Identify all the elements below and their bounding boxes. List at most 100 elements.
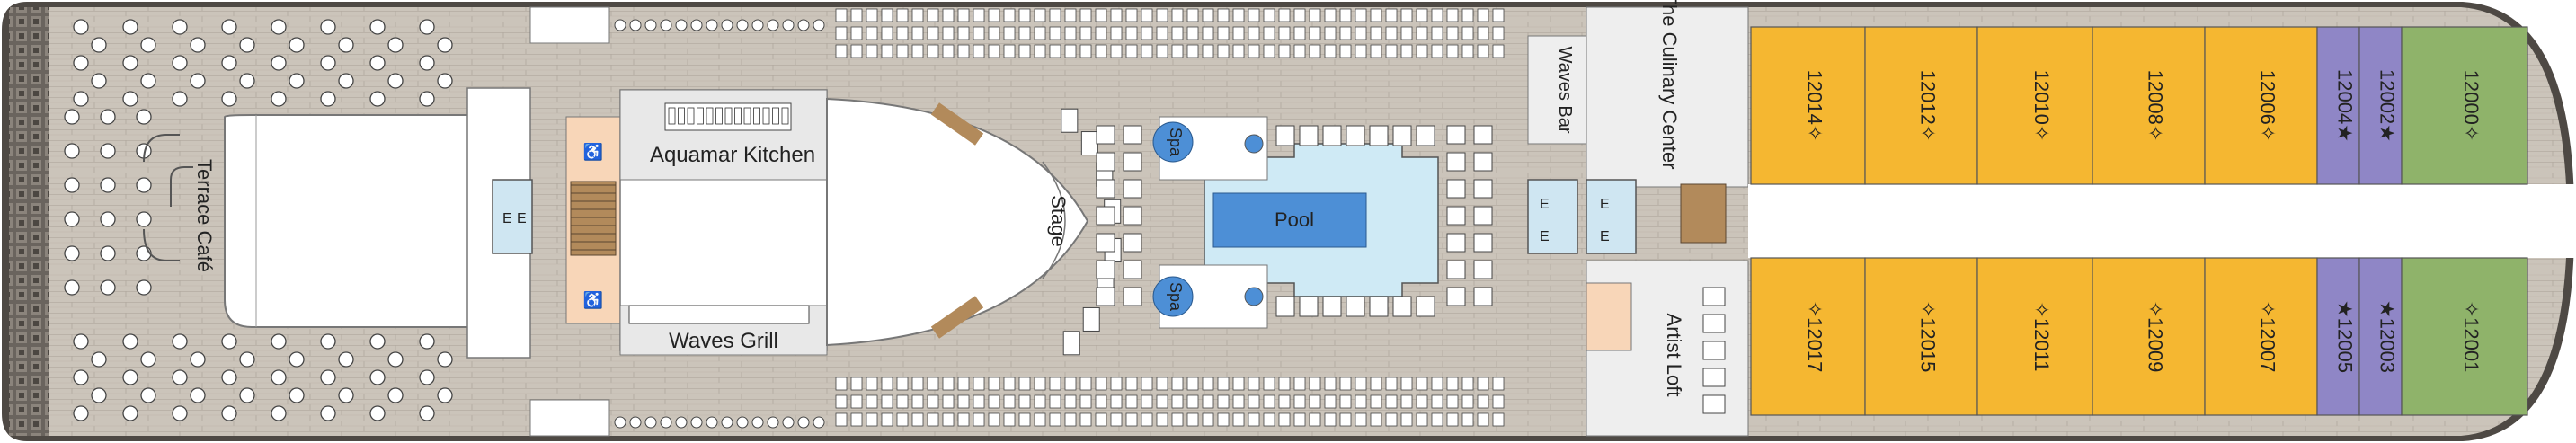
cabin[interactable]: 12006✧ [2204,26,2318,185]
lounger [1416,394,1428,409]
lounger [1034,8,1046,22]
lounger [1263,394,1275,409]
cabin[interactable]: 12008✧ [2092,26,2206,185]
lounger [1416,44,1428,58]
lounger [1446,260,1466,279]
lounger [1064,394,1077,409]
cafe-table [437,37,453,53]
lounger [1064,26,1077,40]
cafe-table [387,73,404,89]
cabin[interactable]: ★12003 [2358,257,2403,416]
lounger [911,412,924,427]
cafe-table [100,177,116,193]
cafe-table [64,177,80,193]
lounger [1186,377,1199,391]
cabin[interactable]: ✧12017 [1750,257,1866,416]
cabin[interactable]: 12002★ [2358,26,2403,185]
lounger [1062,331,1080,356]
lounger [1339,412,1352,427]
lounger [1171,44,1184,58]
cabin[interactable]: 12004★ [2316,26,2360,185]
cafe-table [64,279,80,296]
cabin-number: 12004★ [2334,69,2357,142]
lounger [1248,412,1260,427]
cafe-table [271,333,287,350]
lounger [1446,287,1466,306]
lounger [1446,394,1459,409]
artist-loft-label: Artist Loft [1663,314,1685,397]
cabin[interactable]: ✧12015 [1864,257,1978,416]
lounger [835,8,848,22]
lounger [1400,394,1413,409]
lounger [1232,44,1245,58]
cafe-table [91,351,107,368]
cafe-table [320,333,336,350]
cafe-table [100,279,116,296]
lounger [1309,44,1321,58]
lounger [1110,394,1123,409]
cabin[interactable]: 12010✧ [1976,26,2093,185]
lounger [1096,206,1115,226]
lounger [1278,26,1291,40]
lounger [835,412,848,427]
cabin[interactable]: ✧12001 [2401,257,2528,416]
lounger [1123,287,1142,306]
elevator-bank-mid: E E E E [1527,179,1727,254]
lounger [1293,8,1306,22]
lounger [1248,26,1260,40]
lounger [866,26,878,40]
lounger [1125,377,1138,391]
lounger [1049,394,1061,409]
lounger [1095,377,1107,391]
lounger [973,394,985,409]
lounger [1400,44,1413,58]
elevator-bank-aft: E E [492,179,533,254]
stage-label: Stage [1047,195,1070,247]
cabin[interactable]: 12000✧ [2401,26,2528,185]
lounger [1473,287,1493,306]
cafe-table [338,37,354,53]
cabin[interactable]: ★12005 [2316,257,2360,416]
spa-pool-upper [1152,121,1194,163]
cafe-table [289,73,305,89]
cabin-corridor [1748,184,2575,258]
lounger [1079,26,1092,40]
cafe-table [190,387,206,403]
lounger [1217,44,1230,58]
lounger [1096,260,1115,279]
lounger [942,44,955,58]
lounger [1003,8,1016,22]
lounger [1370,412,1382,427]
lounger [1064,412,1077,427]
cabin[interactable]: ✧12011 [1976,257,2093,416]
cabin[interactable]: 12014✧ [1750,26,1866,185]
lounger [1171,26,1184,40]
cafe-table [100,245,116,261]
lounger [911,394,924,409]
cafe-table [122,55,138,71]
restroom-icon: ♿ [583,142,603,161]
lounger [1003,44,1016,58]
lounger [1461,26,1474,40]
lounger [1400,377,1413,391]
cabin[interactable]: ✧12007 [2204,257,2318,416]
cabin[interactable]: 12012✧ [1864,26,1978,185]
lounger [1263,412,1275,427]
lounger [988,44,1000,58]
cabin[interactable]: ✧12009 [2092,257,2206,416]
stern-band [9,7,49,436]
stairs-icon [1680,183,1727,244]
lounger [1339,394,1352,409]
cafe-table [122,405,138,421]
cafe-table [140,37,156,53]
cafe-table [289,351,305,368]
lounger [896,412,909,427]
lounger [1492,377,1505,391]
cafe-table [73,369,89,385]
lounger [957,44,970,58]
lounger [1248,8,1260,22]
lounger [1125,8,1138,22]
lounger [1385,44,1398,58]
lounger [1370,394,1382,409]
cafe-table [73,19,89,35]
